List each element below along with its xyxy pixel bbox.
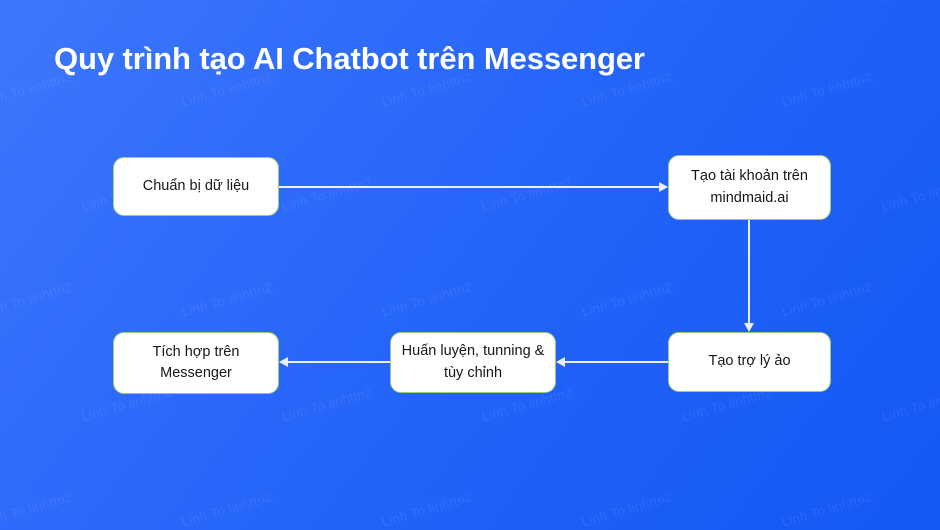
watermark-text: Linh To linhttn2 <box>480 174 575 215</box>
arrow-left-icon <box>279 357 288 367</box>
watermark-text: Linh To linhttn2 <box>180 489 275 530</box>
watermark-text: Linh To linhttn2 <box>580 279 675 320</box>
watermark-text: Linh To linhttn2 <box>780 69 875 110</box>
flow-node-integrate-messenger[interactable]: Tích hợp trên Messenger <box>113 332 279 394</box>
flow-node-prepare-data[interactable]: Chuẩn bị dữ liệu <box>113 157 279 216</box>
connector-account-to-assistant <box>748 220 750 324</box>
arrow-down-icon <box>744 323 754 332</box>
watermark-text: Linh To linhttn2 <box>780 279 875 320</box>
watermark-text: Linh To linhttn2 <box>380 489 475 530</box>
connector-prepare-to-account <box>279 186 660 188</box>
watermark-text: Linh To linhttn2 <box>0 489 75 530</box>
watermark-text: Linh To linhttn2 <box>780 489 875 530</box>
watermark-text: Linh To linhttn2 <box>80 0 174 4</box>
watermark-text: Linh To linhttn2 <box>480 0 574 4</box>
flow-node-train-tune[interactable]: Huấn luyện, tunning & tùy chỉnh <box>390 332 556 393</box>
watermark-text: Linh To linhttn2 <box>280 174 375 215</box>
connector-train-to-integrate <box>288 361 390 363</box>
watermark-text: Linh To linhttn2 <box>280 0 374 4</box>
flow-node-create-account[interactable]: Tạo tài khoản trên mindmaid.ai <box>668 155 831 220</box>
watermark-text: Linh To linhttn2 <box>180 279 275 320</box>
page-title: Quy trình tạo AI Chatbot trên Messenger <box>54 41 645 76</box>
watermark-text: Linh To linhttn2 <box>880 174 940 215</box>
watermark-text: Linh To linhttn2 <box>280 384 375 425</box>
watermark-text: Linh To linhttn2 <box>880 384 940 425</box>
connector-assistant-to-train <box>565 361 668 363</box>
arrow-left-icon <box>556 357 565 367</box>
watermark-text: Linh To linhttn2 <box>880 0 940 4</box>
watermark-text: Linh To linhttn2 <box>580 489 675 530</box>
watermark-text: Linh To linhttn2 <box>680 0 774 4</box>
watermark-text: Linh To linhttn2 <box>0 279 75 320</box>
arrow-right-icon <box>659 182 668 192</box>
watermark-text: Linh To linhttn2 <box>380 279 475 320</box>
flow-node-create-assistant[interactable]: Tạo trợ lý ảo <box>668 332 831 392</box>
